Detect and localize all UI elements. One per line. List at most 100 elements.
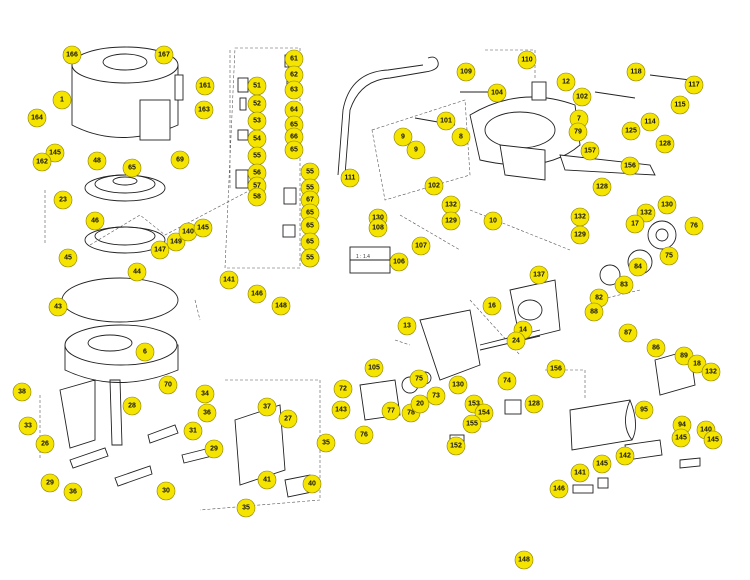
part-callout: 35: [316, 433, 336, 453]
callout-number: 155: [466, 421, 478, 428]
callout-number: 36: [69, 489, 77, 496]
callout-number: 145: [707, 437, 719, 444]
callout-badge: [556, 72, 576, 92]
callout-badge: [300, 248, 320, 268]
part-callout: 73: [426, 386, 446, 406]
part-callout: 125: [621, 121, 641, 141]
callout-badge: [621, 121, 641, 141]
callout-number: 86: [652, 345, 660, 352]
part-callout: 48: [87, 151, 107, 171]
callout-number: 66: [290, 134, 298, 141]
part-callout: 17: [625, 214, 645, 234]
callout-number: 143: [335, 407, 347, 414]
callout-number: 34: [201, 391, 209, 398]
callout-number: 129: [445, 218, 457, 225]
callout-badge: [35, 434, 55, 454]
callout-number: 109: [460, 69, 472, 76]
part-callout: 104: [487, 83, 507, 103]
callout-number: 161: [199, 83, 211, 90]
callout-number: 89: [680, 353, 688, 360]
callout-number: 26: [41, 441, 49, 448]
part-callout: 83: [614, 275, 634, 295]
callout-badge: [524, 394, 544, 414]
part-callout: 74: [497, 371, 517, 391]
callout-number: 153: [468, 401, 480, 408]
callout-badge: [302, 474, 322, 494]
part-callout: 157: [580, 141, 600, 161]
callout-badge: [247, 187, 267, 207]
callout-badge: [514, 550, 534, 570]
part-callout: 24: [506, 331, 526, 351]
callout-number: 16: [488, 303, 496, 310]
part-callout: 70: [158, 375, 178, 395]
callout-badge: [271, 296, 291, 316]
callout-number: 102: [576, 94, 588, 101]
callout-number: 166: [66, 52, 78, 59]
callout-number: 110: [521, 57, 532, 64]
callout-number: 130: [452, 382, 464, 389]
callout-number: 111: [345, 175, 356, 182]
part-callout: 52: [247, 94, 267, 114]
callout-number: 95: [640, 407, 648, 414]
callout-number: 65: [290, 147, 298, 154]
callout-badge: [406, 140, 426, 160]
callout-badge: [592, 454, 612, 474]
center-right-assembly: [359, 249, 701, 494]
callout-number: 65: [306, 210, 314, 217]
part-callout: 105: [364, 358, 384, 378]
callout-badge: [655, 134, 675, 154]
part-callout: 111: [340, 168, 360, 188]
callout-number: 40: [308, 481, 316, 488]
part-callout: 101: [436, 111, 456, 131]
callout-badge: [474, 403, 494, 423]
part-callout: 65: [284, 140, 304, 160]
part-callout: 43: [48, 297, 68, 317]
callout-badge: [451, 127, 471, 147]
callout-badge: [411, 236, 431, 256]
callout-badge: [45, 143, 65, 163]
callout-number: 163: [198, 107, 210, 114]
part-callout: 28: [122, 396, 142, 416]
part-callout: 9: [393, 127, 413, 147]
callout-number: 53: [253, 118, 261, 125]
callout-badge: [195, 76, 215, 96]
part-callout: 13: [397, 316, 417, 336]
callout-number: 58: [253, 194, 261, 201]
callout-badge: [529, 265, 549, 285]
callout-number: 114: [644, 119, 655, 126]
callout-badge: [58, 248, 78, 268]
callout-badge: [517, 50, 537, 70]
callout-badge: [158, 375, 178, 395]
callout-number: 55: [253, 153, 261, 160]
callout-badge: [278, 409, 298, 429]
callout-badge: [170, 150, 190, 170]
callout-number: 65: [128, 165, 136, 172]
callout-badge: [687, 354, 707, 374]
callout-badge: [316, 433, 336, 453]
callout-number: 6: [143, 349, 147, 356]
part-callout: 143: [331, 400, 351, 420]
part-callout: 72: [333, 379, 353, 399]
callout-number: 84: [634, 264, 642, 271]
callout-badge: [27, 108, 47, 128]
callout-badge: [389, 252, 409, 272]
callout-number: 46: [91, 218, 99, 225]
part-callout: 130: [448, 375, 468, 395]
callout-badge: [671, 428, 691, 448]
callout-badge: [684, 216, 704, 236]
callout-number: 57: [253, 183, 261, 190]
part-callout: 51: [247, 76, 267, 96]
callout-number: 118: [630, 69, 641, 76]
callout-badge: [204, 439, 224, 459]
callout-badge: [284, 80, 304, 100]
callout-number: 149: [170, 239, 182, 246]
callout-number: 128: [659, 141, 671, 148]
callout-number: 129: [574, 232, 586, 239]
callout-number: 167: [158, 52, 170, 59]
callout-badge: [497, 371, 517, 391]
callout-badge: [487, 83, 507, 103]
part-callout: 130: [657, 195, 677, 215]
callout-number: 29: [46, 480, 54, 487]
callout-number: 70: [164, 382, 172, 389]
